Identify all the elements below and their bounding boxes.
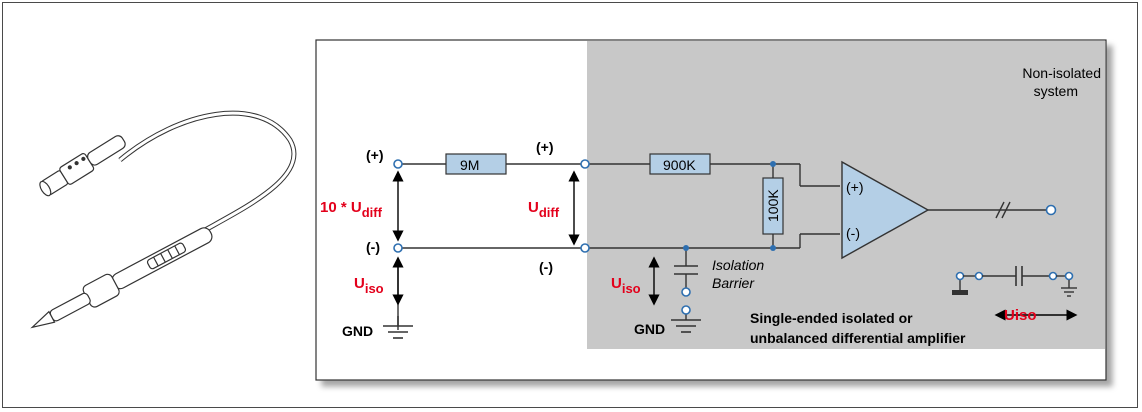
label-uiso-right: Uiso xyxy=(1004,307,1037,324)
label-resistor-9m: 9M xyxy=(460,157,479,173)
circuit-wires xyxy=(397,163,1050,330)
label-resistor-900k: 900K xyxy=(663,157,696,173)
label-region-2: system xyxy=(1034,83,1078,99)
resistor-100k xyxy=(762,177,784,235)
label-minus-left: (-) xyxy=(366,239,380,255)
op-amp xyxy=(841,160,930,260)
resistor-900k xyxy=(649,153,711,175)
ground-icon-left xyxy=(383,316,413,339)
resistor-9m xyxy=(445,153,507,175)
label-plus-left: (+) xyxy=(366,147,384,163)
oscilloscope-probe-icon xyxy=(30,110,297,329)
label-uiso-left: Uiso xyxy=(354,275,384,296)
circuit-nodes xyxy=(393,159,1057,315)
label-isolation-2: Barrier xyxy=(712,275,755,291)
label-uiso-mid: Uiso xyxy=(611,275,641,296)
label-gnd-left: GND xyxy=(342,323,373,339)
label-opamp-plus: (+) xyxy=(846,179,864,195)
ground-icon-mid xyxy=(671,319,701,333)
label-minus-mid: (-) xyxy=(539,259,553,275)
label-plus-mid: (+) xyxy=(536,139,554,155)
measurement-arrows xyxy=(392,170,1078,321)
label-gain-udiff: 10 * Udiff xyxy=(320,199,383,220)
label-isolation-1: Isolation xyxy=(712,257,764,273)
junction-dots xyxy=(683,161,776,251)
caption-line-1: Single-ended isolated or xyxy=(750,310,913,326)
label-udiff: Udiff xyxy=(528,199,560,220)
label-gnd-mid: GND xyxy=(634,321,665,337)
isolation-legend xyxy=(952,266,1077,297)
label-resistor-100k: 100K xyxy=(765,189,781,222)
label-region-1: Non-isolated xyxy=(1022,65,1101,81)
line-break-mark xyxy=(995,201,1011,219)
caption-line-2: unbalanced differential amplifier xyxy=(750,330,966,346)
label-opamp-minus: (-) xyxy=(846,225,860,241)
